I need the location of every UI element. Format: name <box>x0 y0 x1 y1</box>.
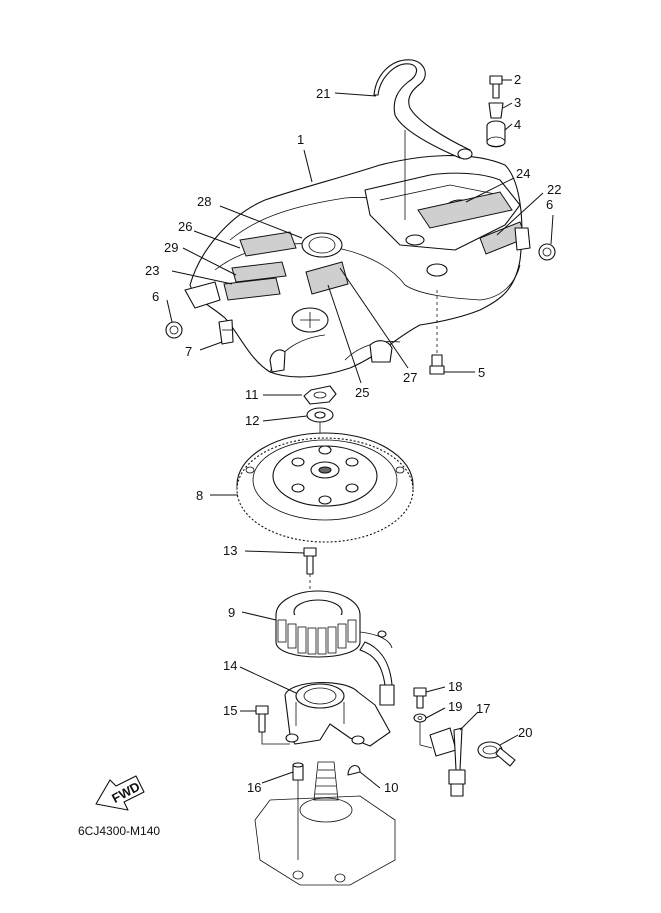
callout-22: 22 <box>547 182 561 197</box>
callout-17: 17 <box>476 701 490 716</box>
callout-28: 28 <box>197 194 211 209</box>
callout-13: 13 <box>223 543 237 558</box>
callout-4: 4 <box>514 117 521 132</box>
screw-18 <box>413 687 427 709</box>
callout-7: 7 <box>185 344 192 359</box>
callout-24: 24 <box>516 166 530 181</box>
grommet-6-left <box>165 321 183 339</box>
callout-11: 11 <box>245 387 259 402</box>
crankshaft-end <box>254 761 396 886</box>
callout-12: 12 <box>245 413 259 428</box>
bolt-5 <box>429 290 445 375</box>
fwd-arrow-icon: FWD <box>95 775 145 811</box>
callout-21: 21 <box>316 86 330 101</box>
callout-14: 14 <box>223 658 237 673</box>
clamp-7 <box>218 319 234 345</box>
collar-3 <box>488 102 504 119</box>
callout-18: 18 <box>448 679 462 694</box>
cable-grommet-tube <box>373 59 473 220</box>
callout-1: 1 <box>297 132 304 147</box>
leader-lines <box>166 79 554 789</box>
stator <box>275 590 395 706</box>
bolt-13 <box>303 547 317 600</box>
callout-6-left: 6 <box>152 289 159 304</box>
callout-labels: 1 2 3 4 5 6 6 7 8 9 10 11 12 13 14 15 16… <box>145 72 561 795</box>
callout-27: 27 <box>403 370 417 385</box>
key-10 <box>347 765 361 776</box>
stator-base <box>284 682 391 747</box>
callout-26: 26 <box>178 219 192 234</box>
callout-5: 5 <box>478 365 485 380</box>
callout-29: 29 <box>164 240 178 255</box>
callout-25: 25 <box>355 385 369 400</box>
washer-19 <box>413 713 427 723</box>
diagram-code: 6CJ4300-M140 <box>78 824 160 838</box>
callout-19: 19 <box>448 699 462 714</box>
fwd-label: FWD <box>109 779 142 806</box>
grommet-4 <box>486 120 506 148</box>
callout-8: 8 <box>196 488 203 503</box>
bolt-2 <box>489 75 503 99</box>
dowel-16 <box>292 762 304 781</box>
pulser-coil <box>429 727 466 797</box>
callout-10: 10 <box>384 780 398 795</box>
callout-23: 23 <box>145 263 159 278</box>
clamp-20 <box>477 741 516 767</box>
flywheel-cover <box>184 155 531 378</box>
callout-20: 20 <box>518 725 532 740</box>
callout-6-right: 6 <box>546 197 553 212</box>
callout-3: 3 <box>514 95 521 110</box>
bolt-15 <box>255 705 290 745</box>
callout-15: 15 <box>223 703 237 718</box>
flywheel <box>236 432 414 543</box>
nut-11 <box>303 385 337 405</box>
callout-16: 16 <box>247 780 261 795</box>
callout-9: 9 <box>228 605 235 620</box>
callout-2: 2 <box>514 72 521 87</box>
grommet-6-right <box>538 243 556 261</box>
washer-12 <box>306 407 334 423</box>
